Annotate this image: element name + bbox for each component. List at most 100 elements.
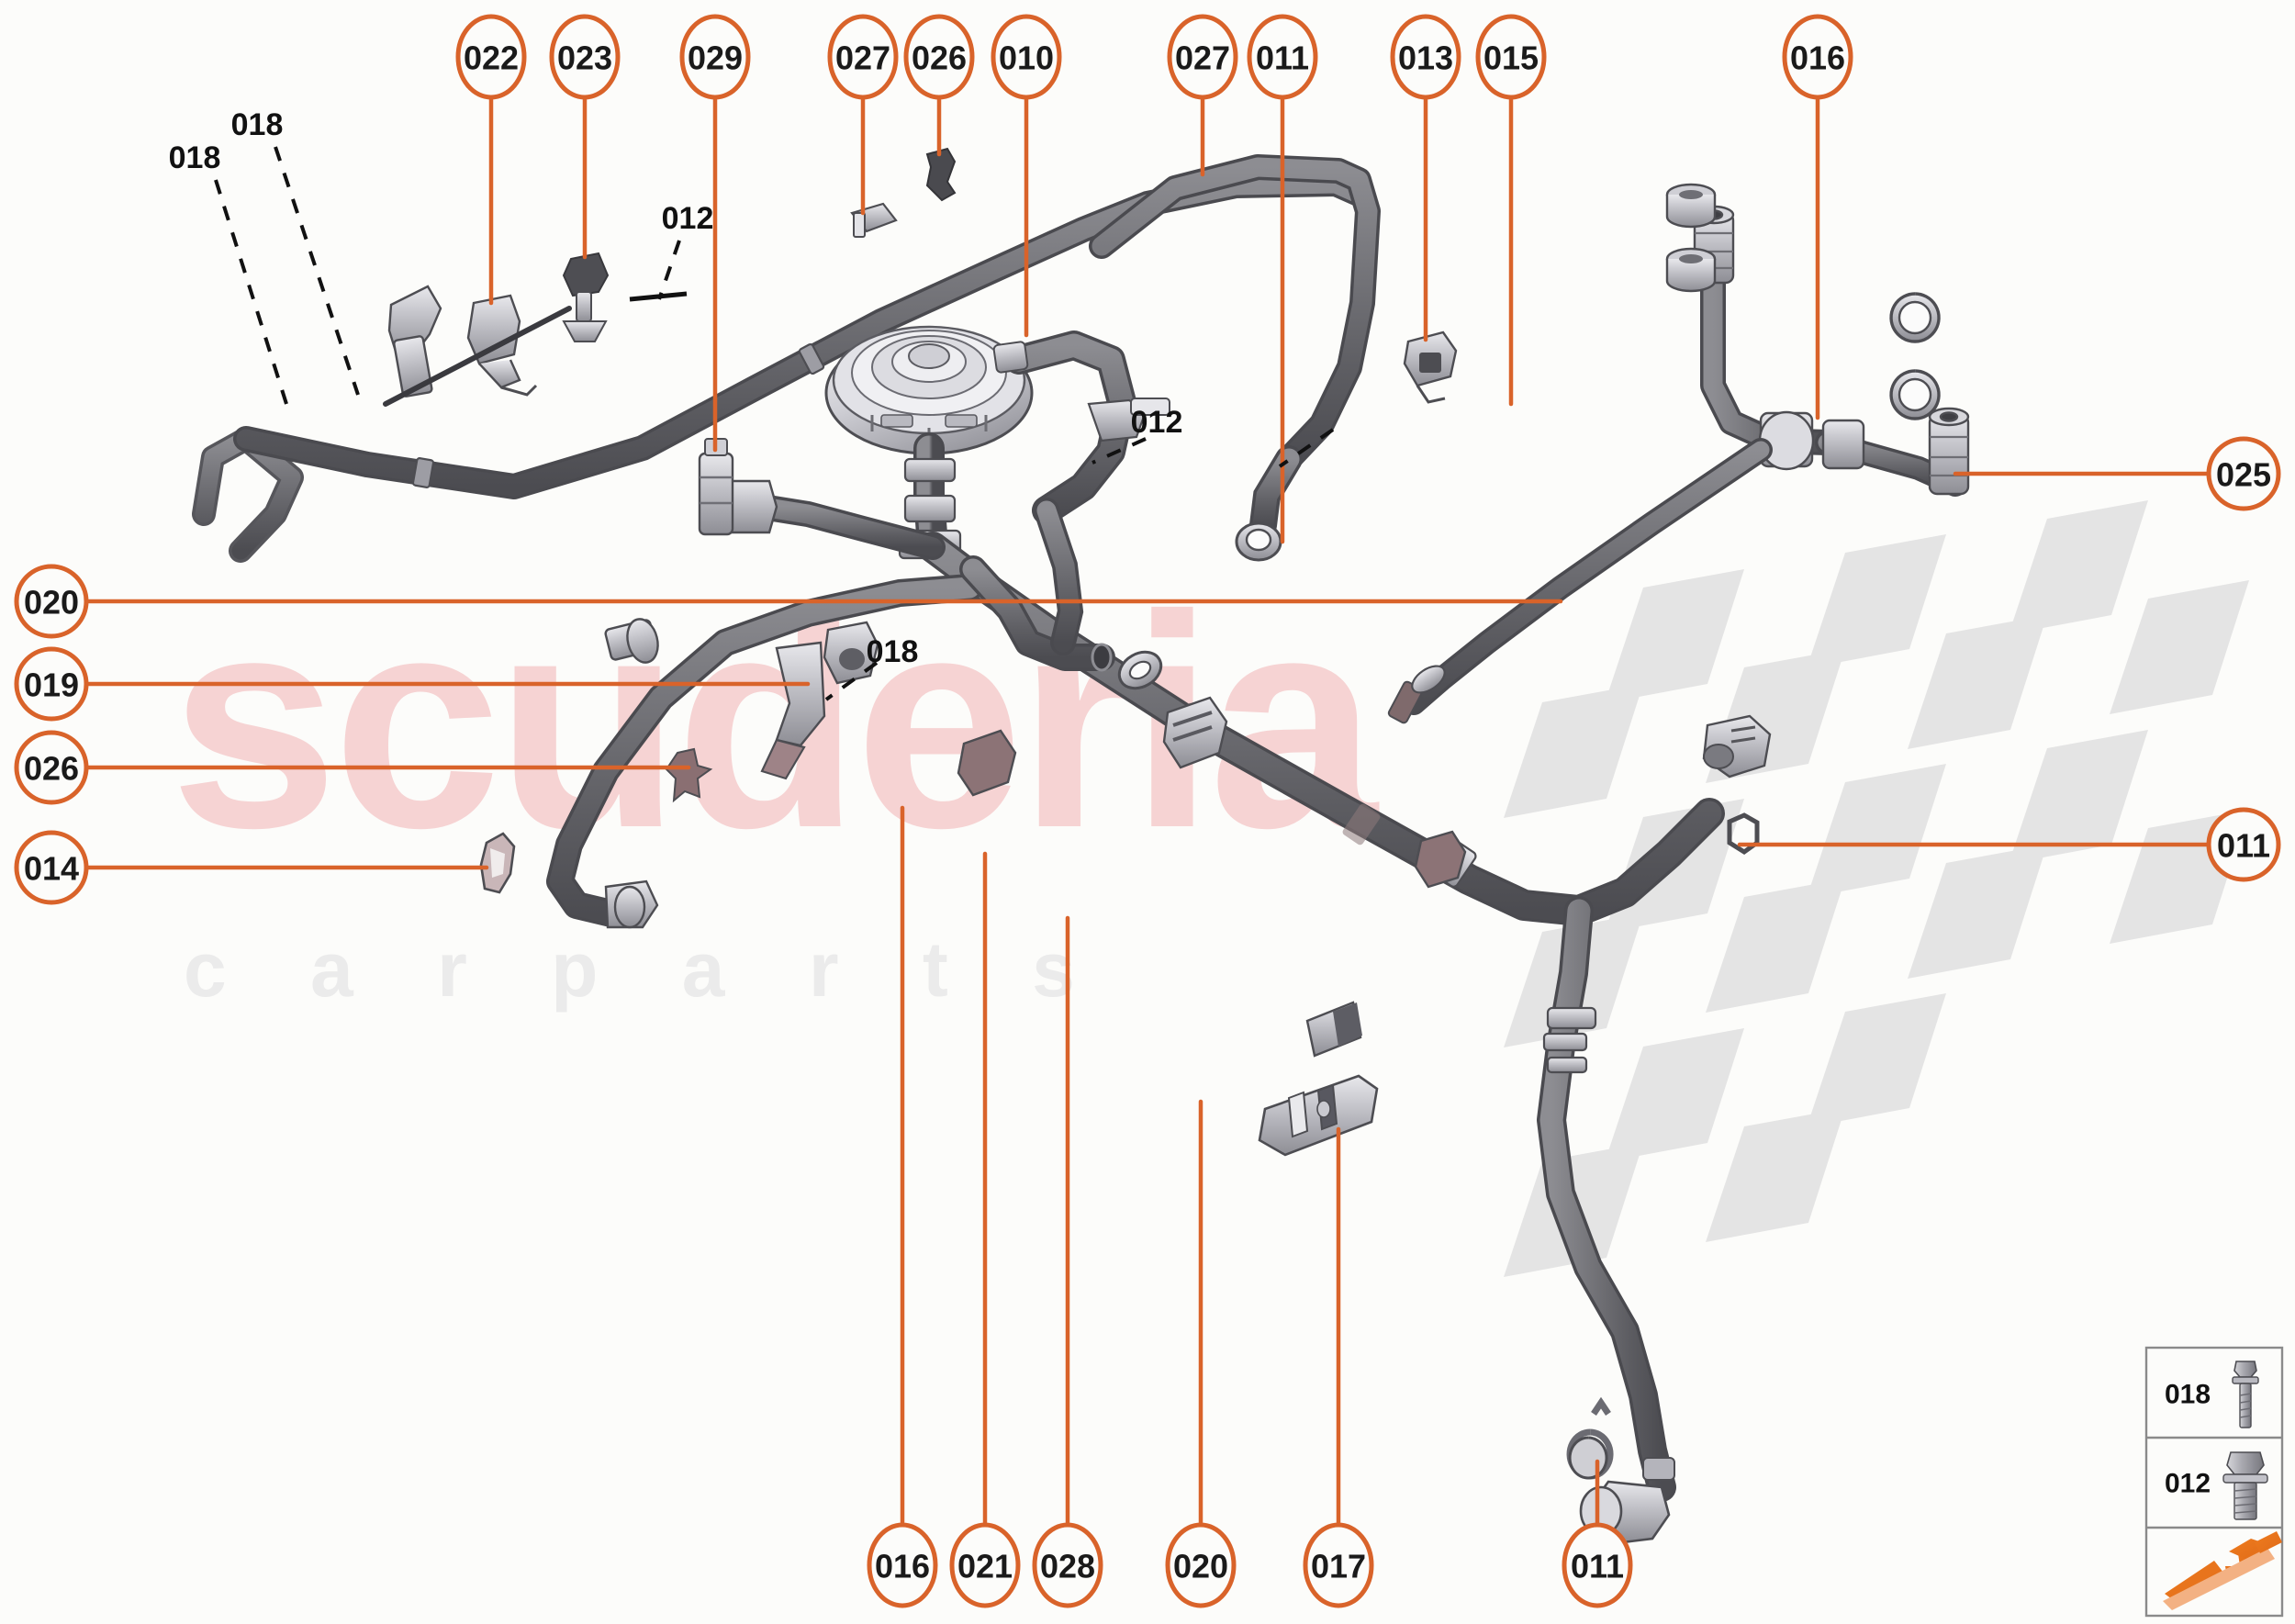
exploded-small-parts: [383, 147, 1941, 1157]
dashed-leader-012-ref: [1278, 428, 1335, 468]
part-013-clip: [1403, 330, 1458, 404]
callout-number: 023: [557, 39, 612, 77]
callout-bubble[interactable]: [1032, 1522, 1103, 1608]
callout-bubble[interactable]: [827, 14, 899, 100]
callout-bubble[interactable]: [14, 646, 89, 722]
expansion-tank: [824, 325, 1034, 455]
part-026-clip-upper: [925, 147, 957, 202]
callout-bubble[interactable]: [903, 14, 975, 100]
callout-014-c014[interactable]: 014: [14, 830, 489, 905]
legend-icon-bolt-018: [2232, 1361, 2259, 1428]
callout-number: 020: [24, 584, 79, 622]
callout-028-c028[interactable]: 028: [1032, 915, 1103, 1608]
callout-020-c020b[interactable]: 020: [1165, 1099, 1237, 1608]
callout-number: 026: [912, 39, 967, 77]
connector-012-lower: [1702, 714, 1772, 778]
callout-bubble[interactable]: [2206, 436, 2281, 511]
callout-011-c011b[interactable]: 011: [1562, 1459, 1633, 1608]
part-016-clamp-b: [1889, 369, 1941, 420]
legend-label-018: 018: [2165, 1380, 2211, 1410]
callout-bubble[interactable]: [14, 564, 89, 639]
callout-bubble[interactable]: [14, 830, 89, 905]
plain-dashed-labels: 018 018 012 012 018: [169, 107, 1335, 701]
dashed-leader-018a: [214, 179, 288, 405]
callout-017-c017[interactable]: 017: [1303, 1126, 1374, 1608]
dashed-leader-012a: [629, 240, 688, 302]
label-012-lower-right: 012: [1131, 405, 1183, 440]
callout-bubble[interactable]: [1562, 1522, 1633, 1608]
callout-011-c011a[interactable]: 011: [1247, 14, 1318, 544]
callout-026-c026b[interactable]: 026: [14, 730, 691, 805]
callout-bubble[interactable]: [549, 14, 621, 100]
callout-number: 028: [1040, 1548, 1095, 1585]
part-016-clamp-a: [1889, 292, 1941, 343]
callout-number: 022: [464, 39, 519, 77]
callout-bubble[interactable]: [1303, 1522, 1374, 1608]
legend-icon-bolt-012: [2222, 1451, 2268, 1520]
callout-number: 029: [688, 39, 743, 77]
callout-023-c023[interactable]: 023: [549, 14, 621, 260]
callout-026-c026a[interactable]: 026: [903, 14, 975, 157]
legend-icon-direction-arrow: [2163, 1531, 2282, 1610]
callout-013-c013[interactable]: 013: [1390, 14, 1461, 342]
callout-bubble[interactable]: [1782, 14, 1853, 100]
callout-025-c025[interactable]: 025: [1953, 436, 2281, 511]
callout-022-c022[interactable]: 022: [455, 14, 527, 306]
label-018-upper-left: 018: [169, 140, 221, 175]
callout-015-c015[interactable]: 015: [1475, 14, 1547, 407]
callout-number: 025: [2216, 456, 2271, 494]
callout-bubble[interactable]: [991, 14, 1062, 100]
callout-number: 026: [24, 750, 79, 788]
connector-nipple-025: [1928, 407, 1970, 496]
callout-016-c016a[interactable]: 016: [1782, 14, 1853, 420]
callout-021-c021[interactable]: 021: [949, 851, 1021, 1608]
hose-end-elbow: [1579, 1457, 1675, 1544]
callout-bubble[interactable]: [1475, 14, 1547, 100]
label-012-tank: 012: [662, 201, 714, 236]
callout-number: 016: [875, 1548, 930, 1585]
part-029-sensor: [698, 438, 734, 536]
callout-020-c020a[interactable]: 020: [14, 564, 1563, 639]
part-026-clip-left: [665, 747, 713, 803]
callout-number: 015: [1483, 39, 1539, 77]
part-022-clip: [466, 294, 538, 397]
callout-number: 027: [1175, 39, 1230, 77]
callout-bubble[interactable]: [1390, 14, 1461, 100]
callout-019-c019[interactable]: 019: [14, 646, 811, 722]
dashed-leader-018c: [824, 661, 879, 701]
callout-016-c016b[interactable]: 016: [867, 805, 938, 1608]
callout-number: 027: [835, 39, 890, 77]
hose-assembly-illustration: [192, 154, 1970, 1544]
part-016-spacer-a: [1665, 183, 1717, 229]
callout-number: 017: [1311, 1548, 1366, 1585]
callout-027-c027a[interactable]: 027: [827, 14, 899, 216]
callout-bubble[interactable]: [1247, 14, 1318, 100]
callout-bubble[interactable]: [455, 14, 527, 100]
callout-bubble[interactable]: [867, 1522, 938, 1608]
dashed-leader-012b: [1092, 437, 1147, 465]
callout-029-c029[interactable]: 029: [679, 14, 751, 453]
callout-number: 019: [24, 666, 79, 704]
callout-bubble[interactable]: [2206, 807, 2281, 882]
callout-bubble[interactable]: [949, 1522, 1021, 1608]
part-021-clip: [1162, 696, 1228, 769]
part-015-clamp: [1235, 521, 1282, 562]
callout-011-c011c[interactable]: 011: [1737, 807, 2281, 882]
callout-layer[interactable]: 022 023 029 027 026 010 027 011 013 015 016 020 019 0…: [14, 14, 2281, 1608]
part-020-clip-lower: [1414, 830, 1467, 889]
callout-number: 010: [999, 39, 1054, 77]
callout-027-c027b[interactable]: 027: [1167, 14, 1238, 177]
callout-bubble[interactable]: [1165, 1522, 1237, 1608]
callout-bubble[interactable]: [1167, 14, 1238, 100]
part-020-clip-mid: [823, 621, 879, 685]
part-018-plate: [1305, 1001, 1362, 1058]
callout-bubble[interactable]: [14, 730, 89, 805]
callout-010-c010[interactable]: 010: [991, 14, 1062, 338]
part-019-bracket: [760, 641, 826, 780]
bracket-012: [1087, 398, 1170, 442]
part-016-spacer-b: [1665, 247, 1717, 293]
callout-number: 016: [1790, 39, 1845, 77]
callout-bubble[interactable]: [679, 14, 751, 100]
